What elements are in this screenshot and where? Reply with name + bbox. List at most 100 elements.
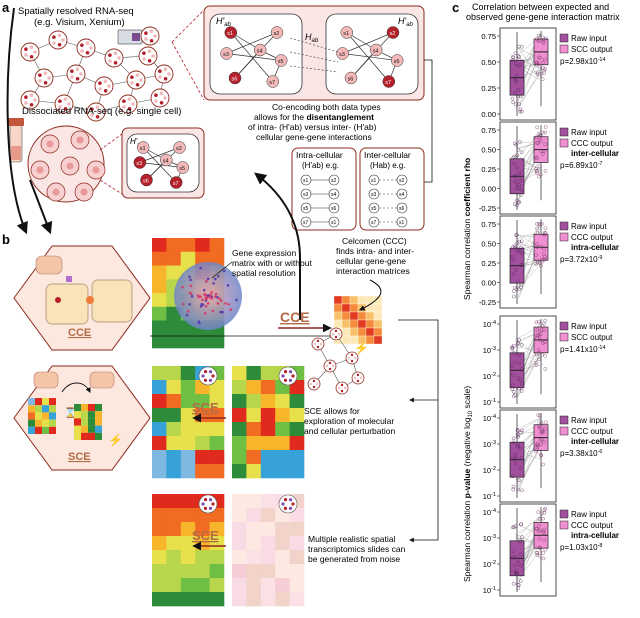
svg-text:Multiple realistic spatial: Multiple realistic spatial xyxy=(308,534,396,544)
svg-text:s6: s6 xyxy=(348,77,354,83)
svg-text:s7: s7 xyxy=(303,220,309,226)
svg-text:s7: s7 xyxy=(371,220,377,226)
y-label-rho: Spearman correlation coefficient rho xyxy=(462,158,472,300)
gene-expression-text: Gene expression matrix with or without s… xyxy=(232,248,312,278)
spatial-subtitle: (e.g. Visium, Xenium) xyxy=(34,17,125,28)
tick-label: 10-4 xyxy=(483,320,496,329)
tick-label: 10-2 xyxy=(483,560,496,569)
p-value-label: p=1.41x10-14 xyxy=(560,345,606,354)
tick-label: 10-1 xyxy=(483,398,496,407)
svg-text:s1: s1 xyxy=(343,31,349,37)
svg-text:cellular gene-gene interaction: cellular gene-gene interactions xyxy=(256,132,372,142)
sce-allows-text: SCE allows for exploration of molecular … xyxy=(304,406,395,436)
svg-text:s3: s3 xyxy=(371,192,377,198)
tick-label: -0.25 xyxy=(479,204,496,213)
svg-text:s2: s2 xyxy=(274,31,280,37)
tick-label: 0.75 xyxy=(481,220,496,229)
svg-text:SCE: SCE xyxy=(68,451,91,463)
svg-text:⚡: ⚡ xyxy=(108,433,123,447)
sce-label-middle: SCE xyxy=(192,400,219,415)
svg-text:s6: s6 xyxy=(232,77,238,83)
svg-text:(H'ab) e.g.: (H'ab) e.g. xyxy=(302,161,339,170)
tick-label: 0.50 xyxy=(481,240,496,249)
svg-text:s3: s3 xyxy=(303,192,309,198)
tick-label: 0.00 xyxy=(481,110,496,119)
multiple-text: Multiple realistic spatial transcriptomi… xyxy=(308,534,406,564)
tick-label: 10-4 xyxy=(483,508,496,517)
legend-raw-input: Raw input xyxy=(571,510,607,519)
svg-text:s5: s5 xyxy=(278,59,284,65)
tick-label: 10-3 xyxy=(483,440,496,449)
svg-text:s5: s5 xyxy=(371,206,377,212)
svg-text:SCE allows for: SCE allows for xyxy=(304,406,360,416)
svg-text:transcriptomics slides can: transcriptomics slides can xyxy=(308,544,406,554)
tick-label: 10-2 xyxy=(483,372,496,381)
svg-text:s2: s2 xyxy=(331,178,337,184)
svg-text:CCE: CCE xyxy=(68,327,91,339)
panel-c-title-2: observed gene-gene interaction matrix xyxy=(466,12,620,22)
svg-text:Intra-cellular: Intra-cellular xyxy=(296,150,343,160)
svg-text:H'ab: H'ab xyxy=(216,16,232,28)
tick-label: 0.75 xyxy=(481,32,496,41)
tick-label: 0.50 xyxy=(481,58,496,67)
tick-label: 10-1 xyxy=(483,492,496,501)
tick-label: 10-1 xyxy=(483,586,496,595)
y-label-p: Spearman correlation p-value (negative l… xyxy=(462,386,474,582)
sce-hexagon: ⌛⚡ SCE xyxy=(13,365,151,471)
svg-text:s1: s1 xyxy=(140,146,146,152)
legend-raw-input: Raw input xyxy=(571,322,607,331)
tick-label: 10-3 xyxy=(483,346,496,355)
svg-text:s1: s1 xyxy=(371,178,377,184)
legend-raw-input: Raw input xyxy=(571,128,607,137)
tick-label: -0.25 xyxy=(479,298,496,307)
dissociated-title: Dissociated RNA-seq (e.g. single cell) xyxy=(22,106,181,117)
p-value-label: p=2.98x10-14 xyxy=(560,57,606,66)
celcomen-text: Celcomen (CCC) finds intra- and inter- c… xyxy=(336,236,414,276)
svg-text:s7: s7 xyxy=(385,80,391,86)
h-ab-label: H xyxy=(305,32,312,42)
svg-text:s7: s7 xyxy=(173,181,179,187)
svg-text:Celcomen (CCC): Celcomen (CCC) xyxy=(342,236,407,246)
legend-output-type: inter-cellular xyxy=(571,149,619,158)
svg-text:s4: s4 xyxy=(163,159,169,165)
panel-b-letter: b xyxy=(2,232,10,247)
svg-text:s1: s1 xyxy=(331,220,337,226)
svg-text:s1: s1 xyxy=(227,31,233,37)
sce-heatmap-right xyxy=(232,366,305,479)
noise-heatmap xyxy=(232,494,305,607)
svg-text:s3: s3 xyxy=(223,52,229,58)
legend-output: CCC output xyxy=(571,521,614,530)
svg-text:finds intra- and inter-: finds intra- and inter- xyxy=(336,246,414,256)
svg-text:Inter-cellular: Inter-cellular xyxy=(364,150,411,160)
panel-c-letter: c xyxy=(452,0,459,15)
legend-output: CCC output xyxy=(571,427,614,436)
tick-label: 0.00 xyxy=(481,279,496,288)
tick-label: 0.25 xyxy=(481,165,496,174)
svg-text:⚡: ⚡ xyxy=(354,341,369,355)
svg-text:matrix with or without: matrix with or without xyxy=(232,258,312,268)
cce-hexagon: CCE xyxy=(13,245,151,351)
coencoding-text: Co-encoding both data types allows for t… xyxy=(248,102,381,142)
svg-text:s2: s2 xyxy=(390,31,396,37)
tick-label: 0.25 xyxy=(481,84,496,93)
svg-text:cellular gene-gene: cellular gene-gene xyxy=(336,256,406,266)
slide-icon xyxy=(117,29,143,45)
svg-text:Co-encoding both data types: Co-encoding both data types xyxy=(272,102,381,112)
h-prime-label: H' xyxy=(216,16,224,26)
tick-label: 0.75 xyxy=(481,126,496,135)
tick-label: 10-3 xyxy=(483,534,496,543)
spatial-title: Spatially resolved RNA-seq xyxy=(18,6,134,17)
svg-text:s1: s1 xyxy=(399,220,405,226)
svg-text:Hab: Hab xyxy=(305,32,319,44)
svg-text:s4: s4 xyxy=(331,192,337,198)
legend-output-type: inter-cellular xyxy=(571,437,619,446)
svg-text:s2: s2 xyxy=(399,178,405,184)
svg-text:s3: s3 xyxy=(136,161,142,167)
